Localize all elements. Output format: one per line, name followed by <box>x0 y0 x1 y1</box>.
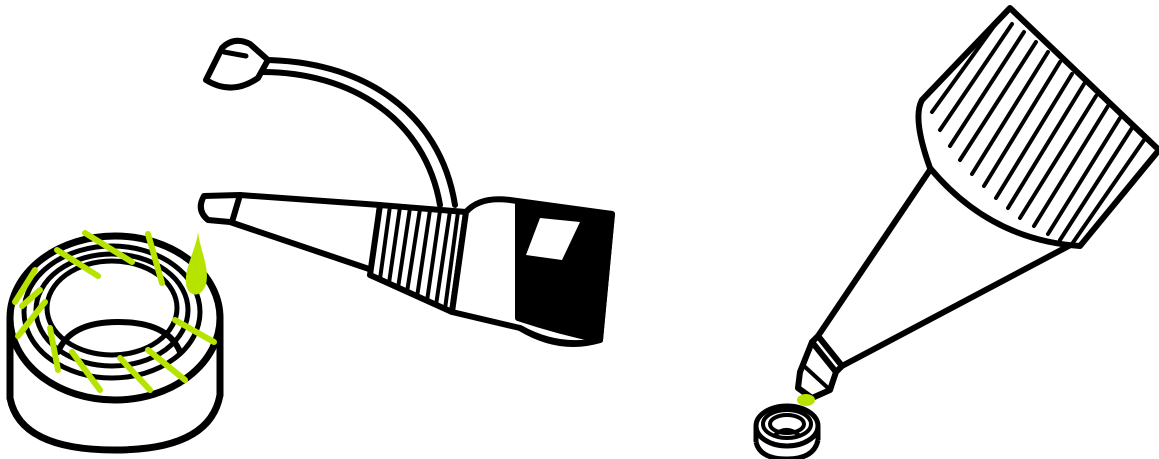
glue-bottle-left <box>201 41 612 344</box>
glue-bottle-right <box>798 8 1159 398</box>
bottle-nozzle <box>201 195 380 270</box>
cap-tether <box>262 60 455 205</box>
bearing-ring-small <box>756 406 818 459</box>
glue-dab <box>797 394 815 406</box>
bottle-cap <box>206 41 268 88</box>
right-panel <box>756 8 1159 459</box>
left-panel <box>10 41 612 450</box>
